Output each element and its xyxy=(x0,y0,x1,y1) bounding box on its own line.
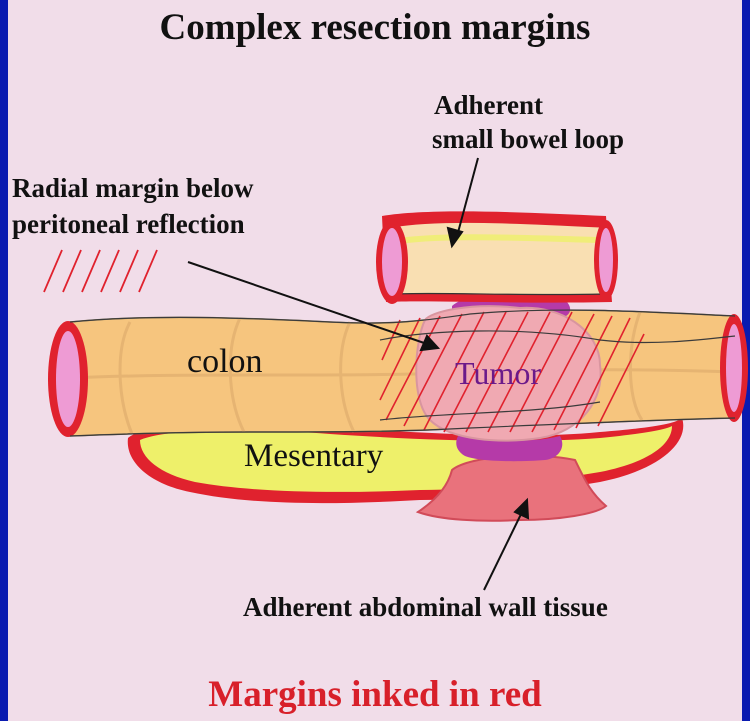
label-adherent-bowel-line2: small bowel loop xyxy=(432,122,624,156)
small-bowel-right-lumen xyxy=(599,228,613,292)
small-bowel-loop xyxy=(392,221,604,294)
label-radial-line1: Radial margin below xyxy=(12,170,254,206)
radial-margin-legend-hatch xyxy=(44,250,157,292)
small-bowel-left-lumen xyxy=(382,228,402,296)
colon-left-lumen xyxy=(56,331,80,427)
label-radial-margin: Radial margin below peritoneal reflectio… xyxy=(12,170,254,242)
label-radial-line2: peritoneal reflection xyxy=(12,206,254,242)
label-colon: colon xyxy=(187,343,263,381)
label-adherent-bowel: Adherent small bowel loop xyxy=(432,88,624,156)
label-tumor: Tumor xyxy=(455,355,541,392)
label-adherent-bowel-line1: Adherent xyxy=(432,88,624,122)
label-mesentary: Mesentary xyxy=(244,438,383,475)
label-abdominal-wall: Adherent abdominal wall tissue xyxy=(243,592,608,623)
diagram-title: Complex resection margins xyxy=(0,6,750,49)
footer-caption: Margins inked in red xyxy=(0,673,750,716)
